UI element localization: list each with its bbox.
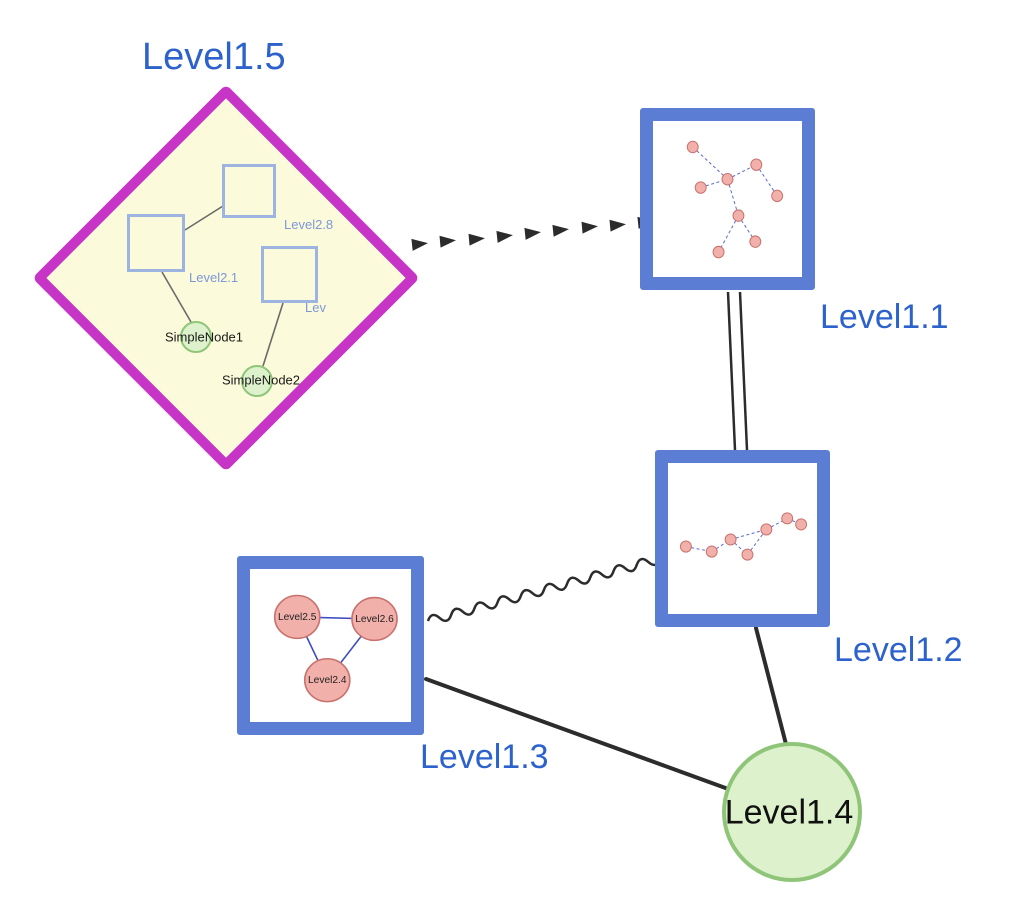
node-level1-1-label[interactable]: Level1.1 bbox=[820, 298, 949, 336]
mini-node-label: Level2.6 bbox=[355, 614, 394, 625]
mini-node[interactable] bbox=[771, 189, 784, 203]
mini-node[interactable] bbox=[724, 533, 737, 546]
diamond-inner-edges bbox=[161, 205, 284, 367]
mini-node[interactable] bbox=[749, 235, 762, 248]
inner-node-lev[interactable] bbox=[261, 246, 318, 303]
mini-node[interactable] bbox=[351, 596, 398, 642]
node-simplenode1-label[interactable]: SimpleNode1 bbox=[164, 329, 244, 345]
inner-node-level2-8[interactable] bbox=[222, 164, 276, 218]
mini-edge bbox=[766, 517, 788, 530]
mini-node[interactable] bbox=[741, 548, 754, 561]
mini-edge bbox=[727, 179, 739, 216]
mini-node[interactable] bbox=[273, 594, 321, 640]
edge-level1-3-level1-4[interactable] bbox=[424, 677, 744, 796]
group-node-level1-1[interactable] bbox=[640, 108, 815, 290]
level1-2-subgraph-preview bbox=[679, 512, 808, 561]
mini-node-label: Level2.4 bbox=[308, 675, 347, 686]
inner-node-lev-label[interactable]: Lev bbox=[305, 300, 326, 315]
level1-1-subgraph-preview bbox=[686, 140, 784, 259]
mini-node[interactable] bbox=[705, 545, 718, 558]
inner-node-level2-1[interactable] bbox=[127, 214, 185, 272]
node-level1-4-label[interactable]: Level1.4 bbox=[724, 793, 854, 832]
node-level1-4[interactable] bbox=[722, 742, 862, 882]
mini-node[interactable] bbox=[781, 512, 794, 525]
mini-edge bbox=[692, 146, 728, 180]
inner-node-level2-8-label[interactable]: Level2.8 bbox=[284, 217, 334, 232]
mini-edge bbox=[718, 215, 739, 253]
edge-level1-1-level1-2-double-line[interactable] bbox=[726, 291, 749, 451]
node-level1-5-label[interactable]: Level1.5 bbox=[142, 36, 286, 78]
node-simplenode1[interactable] bbox=[180, 321, 212, 353]
inner-node-level2-1-label[interactable]: Level2.1 bbox=[189, 270, 239, 285]
node-level1-2-label[interactable]: Level1.2 bbox=[834, 631, 963, 669]
node-simplenode2[interactable] bbox=[241, 365, 273, 397]
edge-level1-5-to-level1-1-dashed-arrow[interactable] bbox=[392, 216, 654, 251]
mini-node[interactable] bbox=[686, 140, 699, 154]
mini-node[interactable] bbox=[760, 523, 773, 536]
mini-node[interactable] bbox=[750, 158, 763, 171]
mini-node[interactable] bbox=[303, 657, 351, 703]
mini-node[interactable] bbox=[795, 518, 808, 531]
mini-node[interactable] bbox=[721, 173, 734, 186]
mini-node[interactable] bbox=[694, 181, 707, 194]
group-node-level1-2[interactable] bbox=[655, 450, 830, 627]
mini-node[interactable] bbox=[712, 245, 725, 259]
mini-node[interactable] bbox=[732, 209, 745, 222]
edge-level1-2-level1-4[interactable] bbox=[754, 626, 789, 750]
node-level1-3-label[interactable]: Level1.3 bbox=[420, 738, 549, 776]
node-simplenode2-label[interactable]: SimpleNode2 bbox=[221, 372, 301, 388]
mini-node-label: Level2.5 bbox=[278, 612, 317, 623]
edge-level1-3-level1-2-wavy[interactable] bbox=[426, 555, 662, 626]
mini-node[interactable] bbox=[679, 540, 692, 553]
mini-edge bbox=[755, 164, 778, 197]
mini-edge bbox=[730, 528, 767, 540]
